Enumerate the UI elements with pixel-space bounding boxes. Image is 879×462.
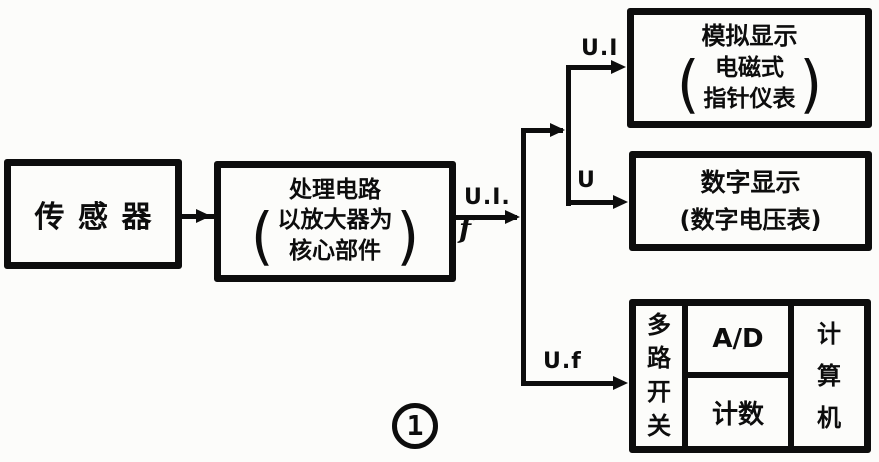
sensor-to-processing-arrowhead	[196, 209, 211, 223]
display-branch-line	[566, 65, 571, 206]
close-paren: )	[799, 46, 823, 121]
adc-label: A/D	[712, 324, 764, 354]
to-acquisition-label: U.f	[543, 349, 582, 374]
digital-display-subtitle: (数字电压表)	[679, 205, 822, 234]
processing-output-label-bottom: f	[459, 212, 473, 245]
processing-output-arrowhead	[505, 210, 520, 224]
figure-number: 1	[406, 409, 424, 442]
open-paren: (	[250, 199, 274, 274]
multiplexer-label: 多路开关	[646, 310, 671, 440]
to-acquisition-line	[521, 381, 617, 386]
processing-output-line	[455, 215, 517, 220]
processing-paren-group: ( 以放大器为 核心部件 )	[250, 199, 420, 274]
acquisition-box: 多路开关 A/D 计数 计算机	[629, 299, 871, 453]
branch-top-line	[521, 128, 563, 133]
counter-label: 计数	[711, 399, 764, 430]
to-analog-label: U.I	[581, 36, 619, 61]
to-digital-label: U	[577, 168, 596, 193]
figure-number-circle: 1	[392, 403, 438, 449]
trunk-line	[521, 128, 526, 386]
multiplexer-cell: 多路开关	[636, 306, 688, 446]
analog-display-title: 模拟显示	[701, 22, 798, 51]
close-paren: )	[396, 199, 420, 274]
open-paren: (	[676, 46, 700, 121]
sensor-label: 传感器	[34, 200, 165, 235]
to-analog-line	[566, 65, 614, 70]
analog-paren-group: ( 电磁式 指针仪表 )	[676, 46, 823, 121]
digital-display-box: 数字显示 (数字电压表)	[629, 151, 872, 251]
processing-sub-line1: 以放大器为	[277, 207, 393, 234]
analog-display-box: 模拟显示 ( 电磁式 指针仪表 )	[627, 8, 872, 128]
to-digital-line	[566, 200, 616, 205]
branch-top-arrowhead	[550, 123, 565, 137]
processing-output-label-top: U.I.	[464, 185, 511, 210]
digital-display-title: 数字显示	[700, 168, 801, 198]
to-analog-arrowhead	[611, 60, 626, 74]
computer-label: 计算机	[816, 320, 841, 432]
to-acquisition-arrowhead	[613, 376, 628, 390]
analog-sub-line2: 指针仪表	[703, 85, 796, 112]
adc-cell: A/D	[688, 306, 788, 378]
counter-cell: 计数	[688, 378, 788, 446]
analog-sub-line1: 电磁式	[715, 54, 784, 81]
processing-sub-line2: 核心部件	[289, 238, 381, 265]
sensor-box: 传感器	[4, 159, 182, 269]
processing-circuit-box: 处理电路 ( 以放大器为 核心部件 )	[214, 161, 456, 282]
processing-title: 处理电路	[289, 176, 381, 203]
computer-cell: 计算机	[794, 306, 864, 446]
to-digital-arrowhead	[613, 195, 628, 209]
